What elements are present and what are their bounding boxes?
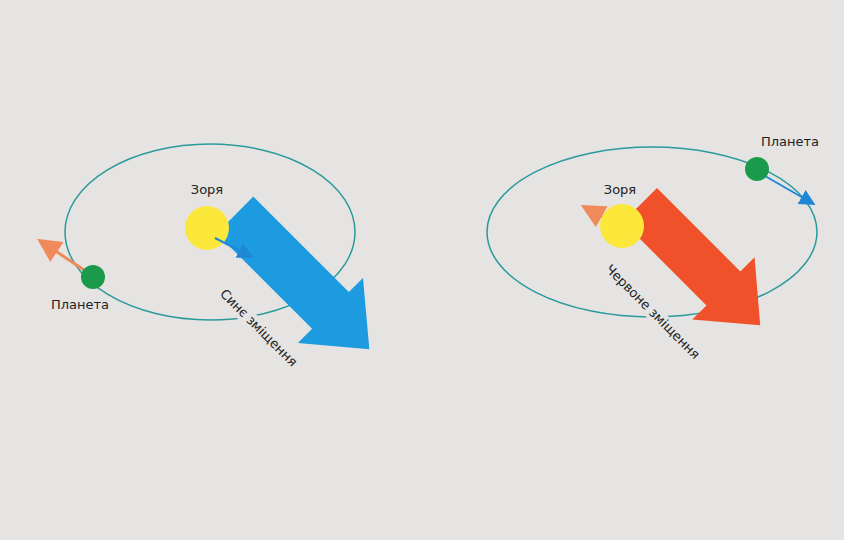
star-motion-arrow <box>586 208 604 218</box>
star-label: Зоря <box>188 182 226 198</box>
planet <box>745 157 769 181</box>
planet-motion-arrow <box>42 242 84 270</box>
shift-label: Червоне зміщення <box>599 259 704 364</box>
star-label: Зоря <box>601 182 639 198</box>
star-motion-arrow <box>215 238 250 256</box>
planet-label: Планета <box>48 297 112 313</box>
planet-label: Планета <box>758 134 822 150</box>
star <box>185 206 229 250</box>
planet <box>81 265 105 289</box>
blue-shift-arrow <box>202 182 401 381</box>
star <box>600 204 644 248</box>
planet-motion-arrow <box>765 176 812 203</box>
red-shift-arrow <box>609 174 791 356</box>
shift-label: Синє зміщення <box>214 284 302 372</box>
